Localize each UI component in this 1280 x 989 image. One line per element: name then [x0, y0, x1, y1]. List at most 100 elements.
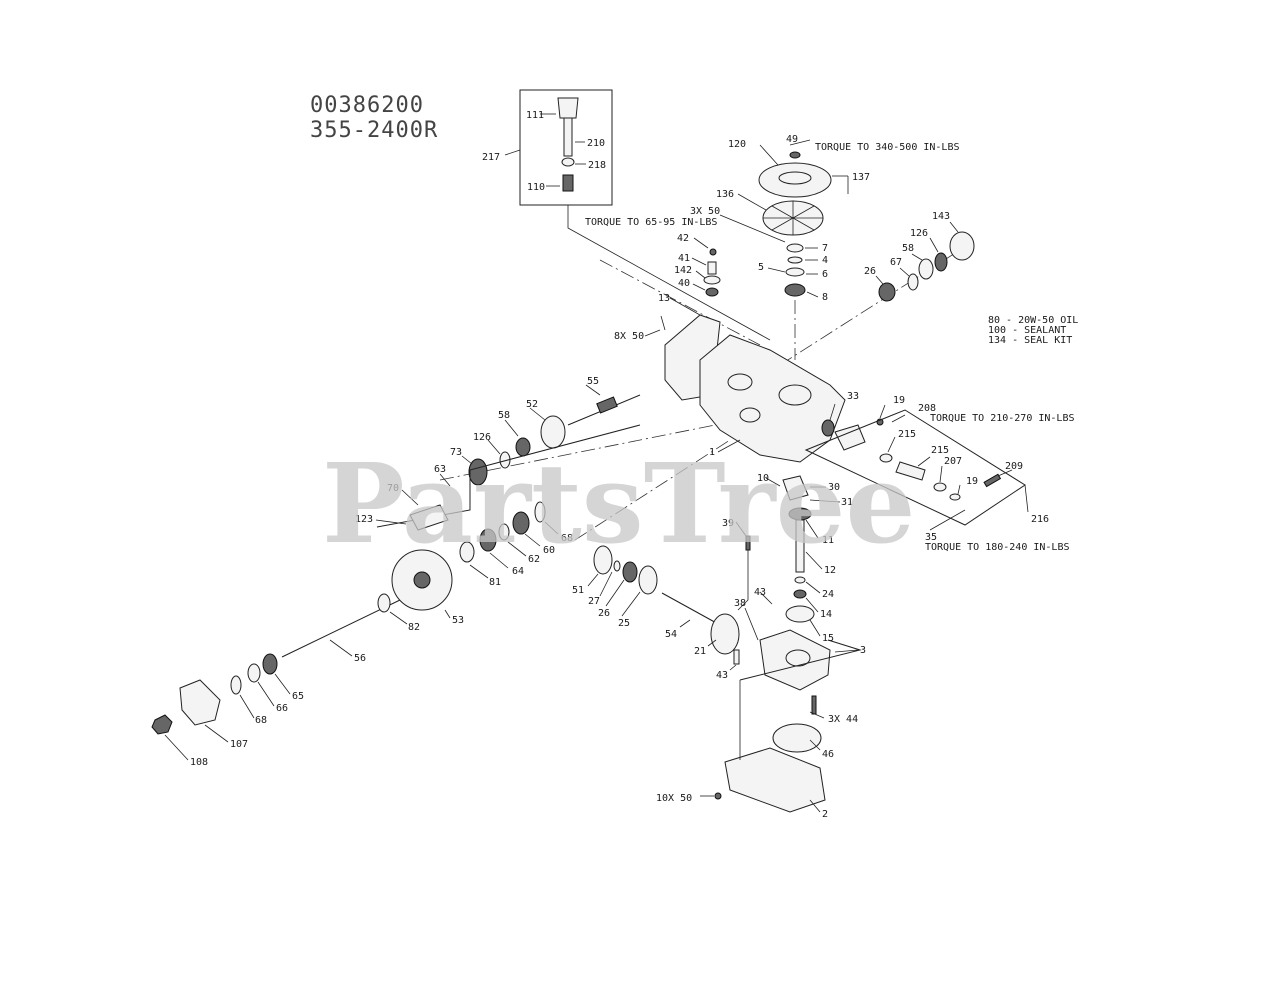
model-number: 00386200 [310, 93, 424, 118]
label-40: 40 [678, 278, 690, 289]
label-49: 49 [786, 134, 798, 145]
label-7: 7 [822, 243, 828, 254]
part-65-bearing [262, 653, 278, 675]
label-24: 24 [822, 589, 834, 600]
part-143-clamp [949, 231, 975, 261]
label-73: 73 [450, 447, 462, 458]
part-110-valve [562, 174, 574, 192]
part-2-cover [724, 747, 826, 813]
part-136-fan [762, 200, 824, 236]
label-62: 62 [528, 554, 540, 565]
label-67: 67 [890, 257, 902, 268]
label-66: 66 [276, 703, 288, 714]
label-41: 41 [678, 253, 690, 264]
part-208-plate [834, 424, 866, 451]
label-216: 216 [1031, 514, 1049, 525]
label-65: 65 [292, 691, 304, 702]
label-108: 108 [190, 757, 208, 768]
label-8x50: 8X 50 [614, 331, 644, 342]
torque-note-arm: TORQUE TO 180-240 IN-LBS [925, 542, 1070, 553]
label-26a: 26 [864, 266, 876, 277]
label-215b: 215 [931, 445, 949, 456]
part-42-screw [709, 248, 717, 256]
label-52: 52 [526, 399, 538, 410]
part-111-cap [557, 97, 579, 119]
part-50-screw [714, 792, 722, 800]
label-208: 208 [918, 403, 936, 414]
part-62-washer [498, 523, 510, 541]
label-60: 60 [543, 545, 555, 556]
part-49-nut [789, 151, 801, 159]
part-54-shaft [661, 592, 721, 626]
label-30: 30 [828, 482, 840, 493]
part-12-shaft [795, 519, 805, 573]
label-126b: 126 [473, 432, 491, 443]
label-33: 33 [847, 391, 859, 402]
label-35: 35 [925, 532, 937, 543]
label-10x50: 10X 50 [656, 793, 692, 804]
part-58-bearing [918, 258, 934, 280]
label-15: 15 [822, 633, 834, 644]
label-143: 143 [932, 211, 950, 222]
label-68a: 68 [561, 533, 573, 544]
note-sealant: 100 - SEALANT [988, 325, 1066, 336]
label-63: 63 [434, 464, 446, 475]
part-68-clip-2 [230, 675, 242, 695]
part-21-gear [710, 613, 740, 655]
label-210: 210 [587, 138, 605, 149]
part-82-bearing [377, 593, 391, 613]
part-8-bearing [784, 283, 806, 297]
label-3: 3 [860, 645, 866, 656]
label-207: 207 [944, 456, 962, 467]
label-11: 11 [822, 535, 834, 546]
part-14-bearing [793, 589, 807, 599]
watermark-logo: PartsTree [322, 439, 916, 568]
label-58b: 58 [498, 410, 510, 421]
label-56: 56 [354, 653, 366, 664]
label-81: 81 [489, 577, 501, 588]
part-26-bearing [878, 282, 896, 302]
label-51: 51 [572, 585, 584, 596]
part-10-block [782, 475, 809, 501]
label-137: 137 [852, 172, 870, 183]
part-108-nut [151, 714, 173, 735]
part-27-washer [613, 560, 621, 572]
label-25: 25 [618, 618, 630, 629]
part-66-washer [247, 663, 261, 683]
label-111: 111 [526, 110, 544, 121]
part-4-key [787, 256, 803, 264]
label-5: 5 [758, 262, 764, 273]
part-68-clip [534, 501, 546, 523]
label-64: 64 [512, 566, 524, 577]
part-15-block [785, 605, 815, 623]
label-13: 13 [658, 293, 670, 304]
note-oil: 80 - 20W-50 OIL [988, 315, 1078, 326]
part-19-washer [949, 493, 961, 501]
part-209-spring [983, 473, 1002, 488]
label-70: 70 [387, 483, 399, 494]
torque-note-bypass: TORQUE TO 210-270 IN-LBS [930, 413, 1075, 424]
label-4: 4 [822, 255, 828, 266]
part-142-washer [703, 275, 721, 285]
part-81-bearing [459, 541, 475, 563]
label-217: 217 [482, 152, 500, 163]
label-43b: 43 [716, 670, 728, 681]
part-215-arm [895, 461, 926, 481]
label-126a: 126 [910, 228, 928, 239]
label-19a: 19 [893, 395, 905, 406]
label-10: 10 [757, 473, 769, 484]
part-44-bolt [811, 695, 817, 715]
label-142: 142 [674, 265, 692, 276]
label-218: 218 [588, 160, 606, 171]
label-38: 38 [734, 598, 746, 609]
part-73-gear [468, 458, 488, 486]
label-8: 8 [822, 292, 828, 303]
part-6-spacer [785, 267, 805, 277]
part-41-lever [707, 261, 717, 275]
label-43a: 43 [754, 587, 766, 598]
kit-217-box [519, 89, 613, 206]
label-21: 21 [694, 646, 706, 657]
label-54: 54 [665, 629, 677, 640]
part-46-gear [772, 723, 822, 753]
part-33-seal [821, 419, 835, 437]
